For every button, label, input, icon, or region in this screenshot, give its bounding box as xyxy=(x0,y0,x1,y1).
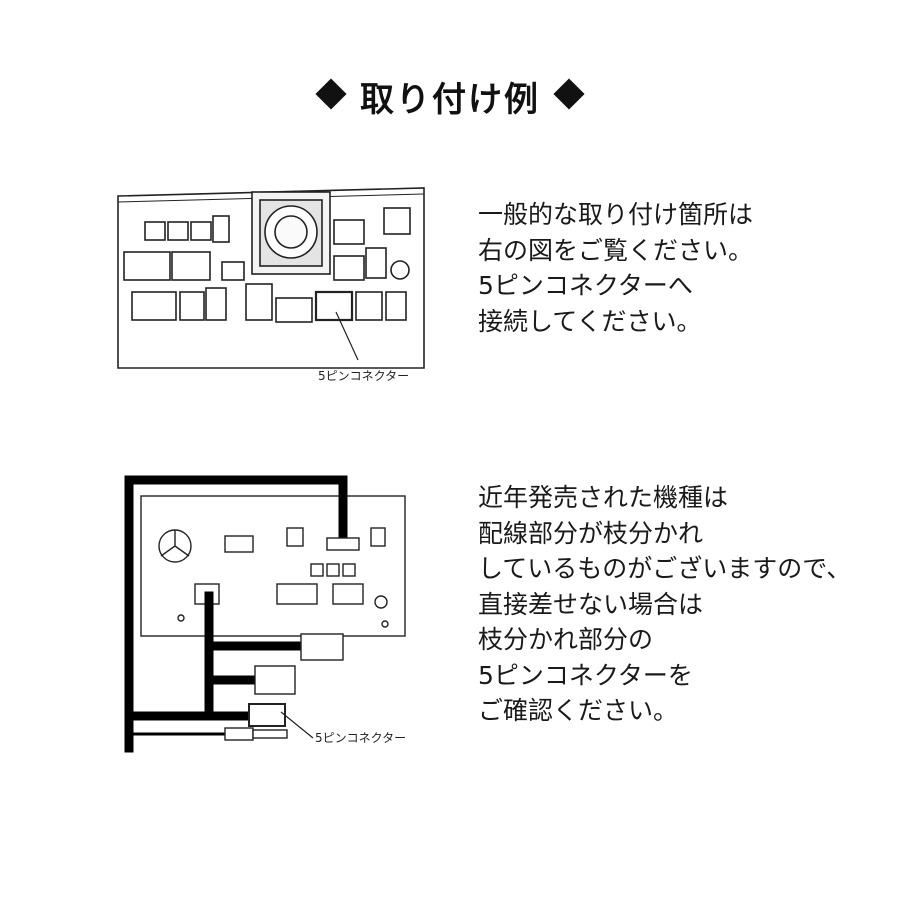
five-pin-connector-branch xyxy=(248,703,286,727)
board-chip-7 xyxy=(276,583,318,605)
connector-right-2 xyxy=(383,207,411,235)
description-2-line: ご確認ください。 xyxy=(478,696,679,725)
five-pin-connector xyxy=(314,290,354,322)
connector-label-1: 5ピンコネクター xyxy=(318,369,409,383)
board-chip-1 xyxy=(224,535,254,553)
description-2-line: 直接差せない場合は xyxy=(478,589,704,619)
board-chip-2 xyxy=(286,527,304,547)
connector-right-4 xyxy=(365,247,387,279)
board-chip-5 xyxy=(326,563,340,577)
description-2-line: しているものがございますので、 xyxy=(478,554,852,583)
description-2-line: 5ピンコネクターを xyxy=(478,660,693,690)
connector-bottom-8 xyxy=(385,291,407,321)
connector-bottom-1 xyxy=(131,291,177,321)
description-2-line: 枝分かれ部分の xyxy=(478,625,654,654)
diamond-left-icon xyxy=(315,77,347,110)
board-chip-6 xyxy=(342,563,356,577)
leader-line-2 xyxy=(280,711,314,739)
rca-plug-body xyxy=(224,727,254,741)
description-1-line: 一般的な取り付け箇所は xyxy=(478,200,754,229)
board-chip-4 xyxy=(310,563,324,577)
connector-large-2 xyxy=(171,251,211,281)
connector-right-3 xyxy=(333,255,365,281)
screw-2 xyxy=(381,620,389,628)
connector-bottom-2 xyxy=(179,291,205,321)
screw-1 xyxy=(177,614,185,622)
page-title-text: 取り付け例 xyxy=(360,80,540,120)
description-1-line: 接続してください。 xyxy=(478,306,702,336)
connector-switch xyxy=(212,215,230,243)
description-2-line: 近年発売された機種は xyxy=(478,483,729,512)
connector-bottom-3 xyxy=(205,287,227,321)
board-chip-8 xyxy=(332,583,364,605)
connector-mini xyxy=(221,261,245,281)
connector-bottom-5 xyxy=(275,297,313,323)
antenna-jack xyxy=(374,595,388,609)
connector-label-2: 5ピンコネクター xyxy=(315,731,406,745)
description-1: 一般的な取り付け箇所は 右の図をご覧ください。 5ピンコネクターへ 接続してくだ… xyxy=(478,197,753,339)
description-1-line: 5ピンコネクターへ xyxy=(478,271,693,300)
description-2: 近年発売された機種は 配線部分が枝分かれ しているものがございますので、 直接差… xyxy=(478,480,851,729)
antenna-jack xyxy=(390,260,410,280)
page-title: 取り付け例 xyxy=(0,72,900,121)
fan-blades xyxy=(160,530,190,557)
main-wire-top xyxy=(124,475,348,753)
branch-connector-1 xyxy=(300,633,344,661)
connector-small-2 xyxy=(167,221,189,241)
connector-small-3 xyxy=(190,221,212,241)
connector-bottom-7 xyxy=(355,291,383,321)
unit-board xyxy=(140,495,406,637)
connector-large-1 xyxy=(123,251,171,281)
branch-connector-2 xyxy=(254,665,296,695)
diamond-right-icon xyxy=(553,77,585,110)
description-2-line: 配線部分が枝分かれ xyxy=(478,518,704,548)
top-plug xyxy=(326,537,360,551)
branch-harness-diagram: 5ピンコネクター xyxy=(124,475,406,753)
connector-right-1 xyxy=(333,219,365,245)
rear-panel-diagram: 5ピンコネクター xyxy=(117,187,425,383)
board-chip-3 xyxy=(370,527,386,547)
fan-hub xyxy=(274,215,308,249)
connector-small-1 xyxy=(144,221,166,241)
leader-line-1 xyxy=(335,311,359,361)
rca-plug-tip xyxy=(252,729,288,739)
panel-outline xyxy=(117,187,425,369)
description-1-line: 右の図をご覧ください。 xyxy=(478,235,754,265)
connector-bottom-4 xyxy=(245,283,273,321)
